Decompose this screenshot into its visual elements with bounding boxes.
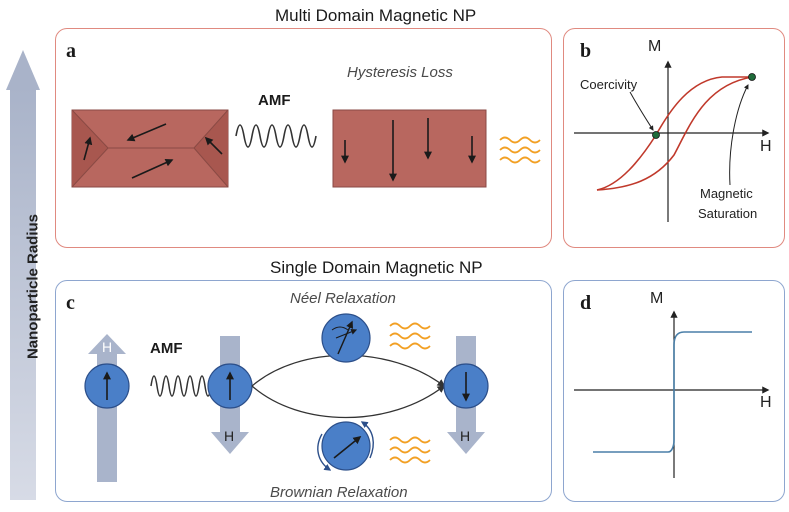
saturation-point: [748, 73, 756, 81]
particle-neel: [321, 313, 371, 363]
coercivity-pointer: [629, 91, 654, 131]
multi-domain-particle-random: [71, 109, 229, 188]
amf-label-c: AMF: [150, 340, 183, 357]
field-label-up: H: [102, 339, 113, 355]
nanoparticle-radius-arrow: [6, 50, 40, 500]
field-label-down-middle: H: [224, 428, 235, 444]
saturation-pointer: [729, 84, 749, 186]
multi-domain-title: Multi Domain Magnetic NP: [275, 6, 477, 25]
panel-a-letter: a: [66, 40, 76, 62]
brownian-path: [251, 385, 446, 419]
amf-label-a: AMF: [258, 92, 291, 109]
neel-relaxation-label: Néel Relaxation: [290, 290, 396, 307]
panel-d: [563, 280, 785, 502]
panel-c: [55, 280, 552, 502]
panel-d-letter: d: [580, 292, 592, 314]
panel-d-y-axis-label: M: [650, 290, 664, 307]
multi-domain-particle-aligned: [332, 109, 487, 188]
brownian-rotation-left: [317, 433, 332, 471]
single-domain-title: Single Domain Magnetic NP: [270, 258, 483, 277]
panel-b-y-axis-label: M: [648, 38, 662, 55]
heat-waves-neel: [389, 322, 431, 350]
panel-b-x-axis-label: H: [760, 138, 772, 155]
saturation-label-line2: Saturation: [698, 206, 758, 221]
panel-b-letter: b: [580, 40, 592, 62]
coercivity-point: [652, 131, 660, 139]
magnetization-curve: [593, 331, 752, 453]
hysteresis-lower-branch: [596, 76, 753, 191]
panel-b: [563, 28, 785, 248]
panel-a: [55, 28, 552, 248]
hysteresis-loss-label: Hysteresis Loss: [347, 64, 453, 81]
amf-wave-a: [235, 124, 317, 148]
field-label-down-final: H: [460, 428, 471, 444]
amf-wave-c: [150, 375, 212, 397]
panel-d-x-axis-label: H: [760, 394, 772, 411]
panel-c-letter: c: [66, 292, 75, 314]
brownian-rotation-right: [360, 421, 374, 459]
coercivity-label: Coercivity: [580, 77, 638, 92]
heat-waves-a: [499, 136, 541, 164]
saturation-label-line1: Magnetic: [700, 186, 753, 201]
brownian-relaxation-label: Brownian Relaxation: [270, 484, 408, 501]
heat-waves-brownian: [389, 436, 431, 464]
